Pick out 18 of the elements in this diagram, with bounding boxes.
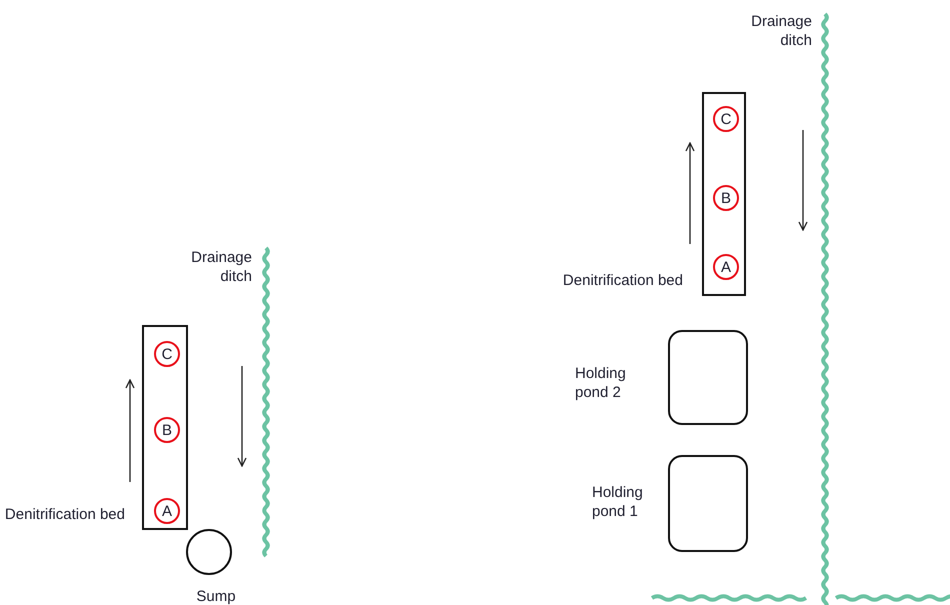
- lettered-circle: B: [713, 185, 739, 211]
- node-caption: Denitrification bed: [4, 505, 125, 525]
- ditch-label: Drainage ditch: [750, 12, 812, 50]
- node-caption: Sump: [195, 587, 237, 605]
- denitrification-bed: [142, 325, 188, 530]
- holding-pond: [668, 330, 748, 425]
- holding-pond: [668, 455, 748, 552]
- lettered-circle: B: [154, 417, 180, 443]
- sump-circle: [186, 529, 232, 575]
- denitrification-bed: [702, 92, 746, 296]
- node-caption: Holding pond 1: [592, 483, 644, 521]
- lettered-circle: A: [154, 498, 180, 524]
- lettered-circle: A: [713, 254, 739, 280]
- node-caption: Denitrification bed: [562, 271, 683, 291]
- lettered-circle: C: [154, 341, 180, 367]
- node-caption: Holding pond 2: [575, 364, 627, 402]
- ditch-label: Drainage ditch: [190, 248, 252, 286]
- lettered-circle: C: [713, 106, 739, 132]
